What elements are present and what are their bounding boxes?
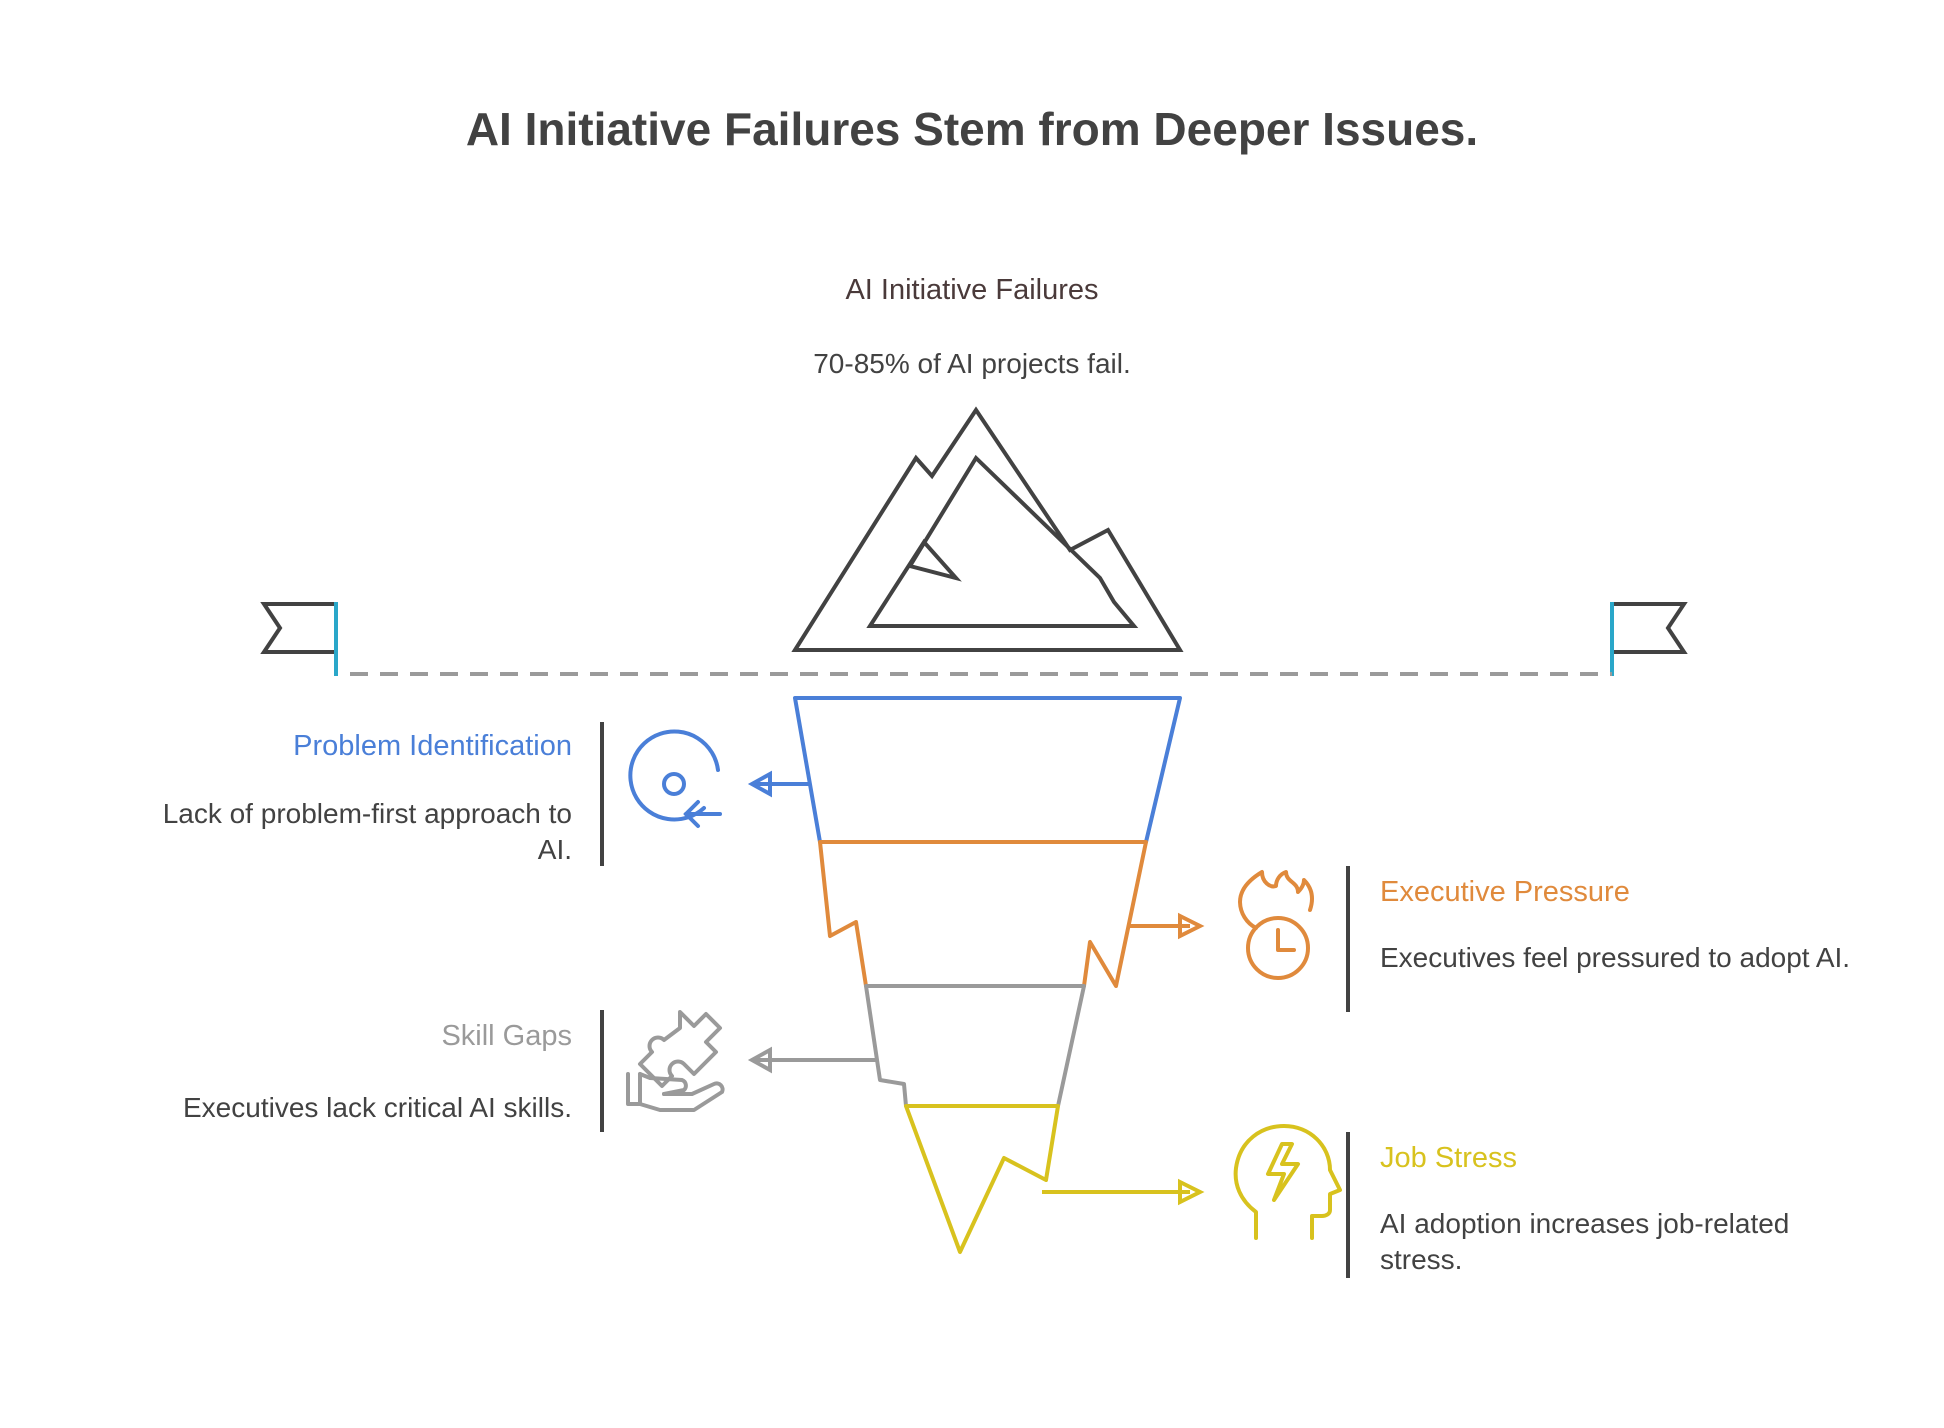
job-stress-title: Job Stress (1380, 1142, 1517, 1174)
tip-description: 70-85% of AI projects fail. (813, 348, 1131, 379)
problem-identification-description: Lack of problem-first approach to AI. (162, 798, 572, 865)
skill-gaps-description: Executives lack critical AI skills. (183, 1092, 572, 1123)
left-flag-icon (260, 602, 338, 676)
job-stress-description: AI adoption increases job-related stress… (1380, 1208, 1790, 1275)
layer-skill-gaps (864, 984, 1086, 1108)
layer-executive-pressure (818, 840, 1148, 988)
layer-job-stress (904, 1104, 1060, 1254)
iceberg-tip-icon (791, 406, 1184, 652)
page-title: AI Initiative Failures Stem from Deeper … (465, 103, 1479, 155)
tip-title: AI Initiative Failures (845, 274, 1099, 306)
arrow-problem-identification (747, 770, 810, 798)
arrow-executive-pressure (1128, 912, 1205, 940)
arrow-job-stress (1042, 1178, 1205, 1206)
executive-pressure-title: Executive Pressure (1380, 876, 1630, 908)
target-arrow-icon (628, 729, 722, 828)
hand-puzzle-icon (626, 1010, 725, 1112)
arrow-skill-gaps (747, 1046, 878, 1074)
head-lightning-icon (1233, 1124, 1342, 1240)
executive-pressure-description: Executives feel pressured to adopt AI. (1380, 942, 1851, 973)
right-flag-icon (1610, 602, 1688, 676)
problem-identification-title: Problem Identification (293, 730, 572, 762)
layer-problem-identification (793, 696, 1182, 844)
skill-gaps-title: Skill Gaps (441, 1020, 572, 1052)
clock-flame-icon (1238, 870, 1314, 980)
